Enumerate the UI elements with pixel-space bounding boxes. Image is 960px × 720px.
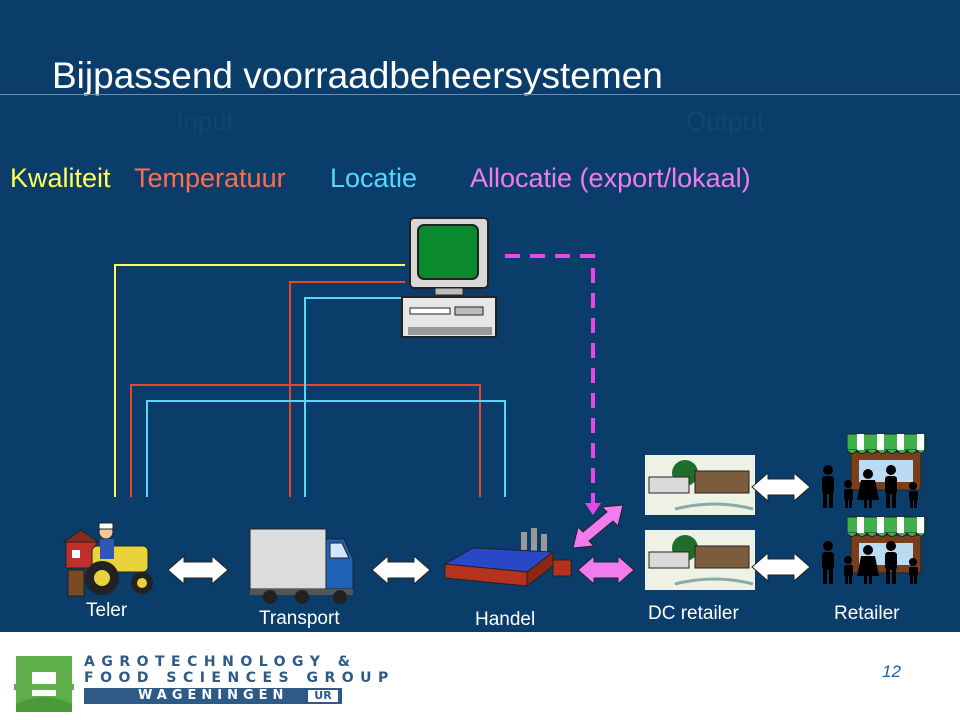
- footer: AGROTECHNOLOGY & FOOD SCIENCES GROUP WAG…: [0, 632, 960, 720]
- people-icon-top: [822, 465, 918, 508]
- node-label-dc-retailer: DC retailer: [648, 603, 739, 624]
- temperatuur-line-computer: [289, 281, 405, 497]
- arrow-handel-dc-horizontal: [577, 554, 635, 586]
- label-locatie: Locatie: [330, 163, 418, 193]
- wageningen-bar: WAGENINGEN UR: [84, 688, 342, 704]
- output-header: Output: [686, 106, 765, 136]
- warehouse-icon: [443, 528, 572, 588]
- locatie-line-teler: [146, 400, 506, 497]
- label-allocatie: Allocatie (export/lokaal): [470, 163, 751, 193]
- ur-badge: UR: [308, 690, 338, 702]
- arrow-teler-transport: [167, 554, 229, 586]
- arrow-dc-retailer-bottom: [751, 551, 811, 583]
- allocatie-arrowhead: [585, 503, 601, 515]
- input-header: Input: [176, 106, 234, 136]
- label-temperatuur: Temperatuur: [134, 163, 286, 193]
- farmer-tractor-icon: [62, 522, 153, 597]
- slide: Bijpassend voorraadbeheersystemen Input …: [0, 0, 960, 632]
- node-label-teler: Teler: [86, 600, 128, 621]
- brand-line-1: AGROTECHNOLOGY &: [84, 654, 357, 670]
- kwaliteit-line: [114, 264, 405, 497]
- page-number: 12: [882, 662, 901, 681]
- connector-lines: [114, 254, 601, 515]
- truck-icon: [249, 528, 354, 604]
- brand-line-2: FOOD SCIENCES GROUP: [84, 670, 395, 686]
- dc-building-icon-top: [645, 455, 755, 515]
- label-kwaliteit: Kwaliteit: [10, 163, 111, 193]
- computer-icon: [401, 217, 497, 338]
- allocatie-dashed-line: [505, 254, 595, 505]
- people-icon-bottom: [822, 541, 918, 584]
- node-label-handel: Handel: [475, 609, 536, 630]
- wageningen-text: WAGENINGEN: [138, 688, 289, 703]
- wageningen-logo-icon: [14, 656, 74, 712]
- arrow-handel-dc-diagonal: [572, 504, 624, 549]
- locatie-line-computer: [304, 297, 405, 497]
- node-label-retailer: Retailer: [834, 603, 900, 624]
- dc-building-icon-bottom: [645, 530, 755, 590]
- flow-arrows: [167, 471, 811, 586]
- arrow-transport-handel: [371, 554, 431, 586]
- title-divider: [0, 94, 960, 95]
- node-label-transport: Transport: [259, 608, 340, 629]
- slide-title: Bijpassend voorraadbeheersystemen: [52, 55, 663, 96]
- arrow-dc-retailer-top: [751, 471, 811, 503]
